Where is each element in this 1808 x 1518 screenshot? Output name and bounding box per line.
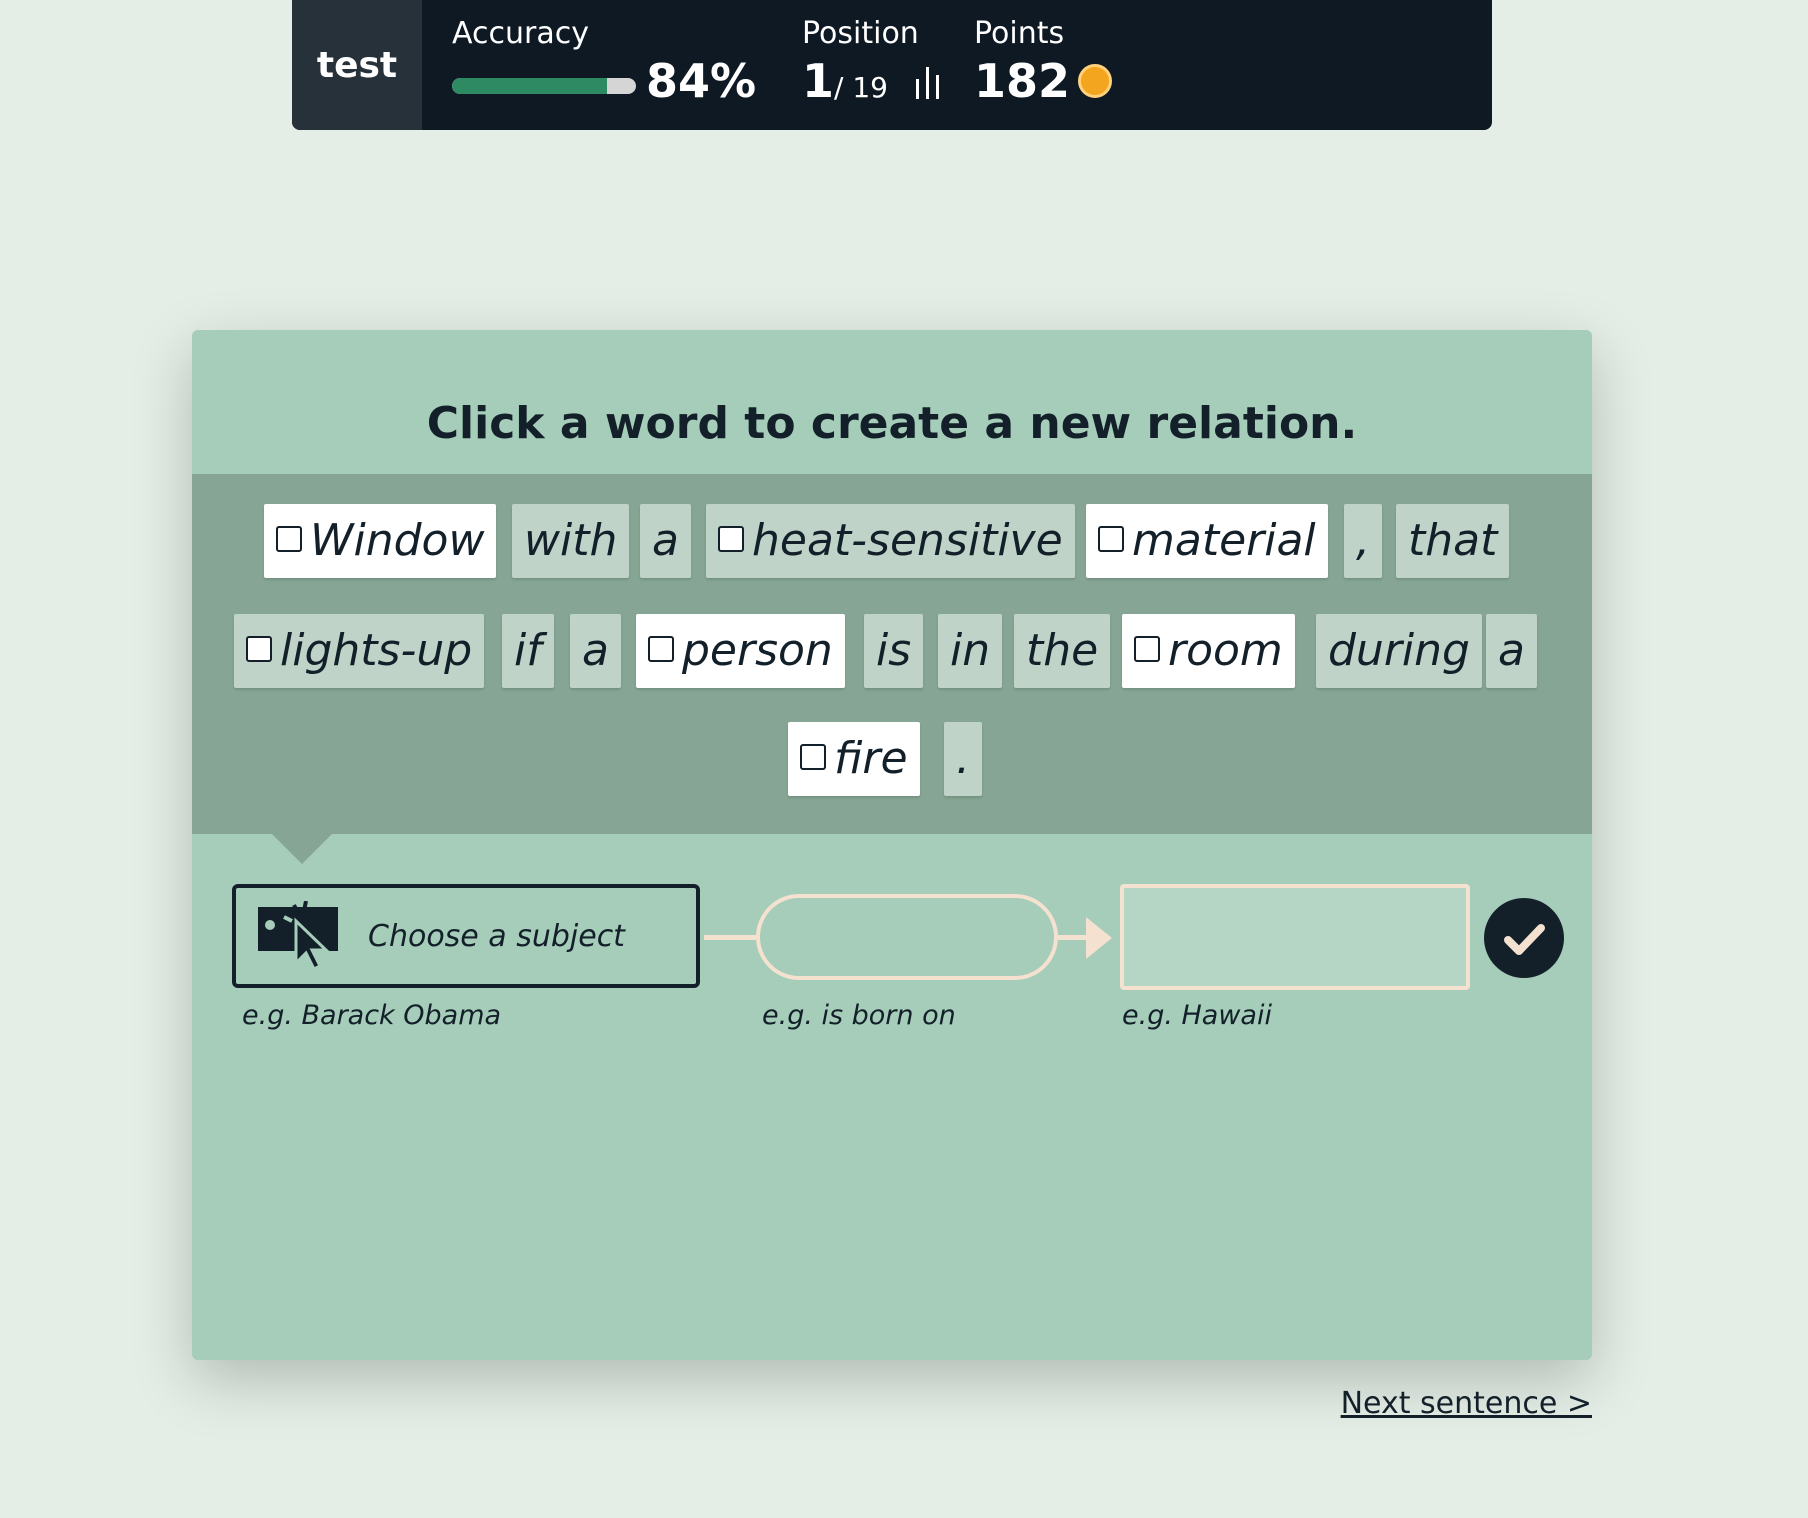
token-text: a bbox=[1498, 625, 1525, 676]
token-word[interactable]: . bbox=[944, 722, 982, 796]
token-word[interactable]: lights-up bbox=[234, 614, 485, 688]
accuracy-value: 84% bbox=[646, 54, 757, 108]
token-text: room bbox=[1168, 625, 1283, 676]
token-word[interactable]: heat-sensitive bbox=[706, 504, 1075, 578]
token-text: a bbox=[652, 515, 679, 566]
sentence-pointer bbox=[272, 834, 332, 864]
points-value-wrap: 182 bbox=[974, 54, 1113, 108]
token-text: , bbox=[1356, 515, 1370, 566]
token-checkbox[interactable] bbox=[800, 744, 826, 770]
position-value: 1/ 19 bbox=[802, 54, 942, 110]
token-text: fire bbox=[834, 733, 908, 784]
token-text: during bbox=[1328, 625, 1470, 676]
accuracy-progress-bar bbox=[452, 78, 636, 94]
token-word[interactable]: a bbox=[640, 504, 691, 578]
token-word[interactable]: if bbox=[502, 614, 554, 688]
token-text: person bbox=[682, 625, 833, 676]
position-label: Position bbox=[802, 16, 919, 51]
points-value: 182 bbox=[974, 54, 1071, 108]
token-word[interactable]: fire bbox=[788, 722, 920, 796]
coin-icon bbox=[1078, 63, 1113, 98]
token-word[interactable]: in bbox=[938, 614, 1003, 688]
object-hint: e.g. Hawaii bbox=[1122, 1000, 1272, 1031]
token-word[interactable]: is bbox=[864, 614, 924, 688]
position-current: 1 bbox=[802, 54, 835, 108]
token-checkbox[interactable] bbox=[276, 526, 302, 552]
annotation-card: Click a word to create a new relation. W… bbox=[192, 330, 1592, 1360]
position-total: / 19 bbox=[834, 71, 888, 104]
task-name: test bbox=[292, 0, 422, 130]
token-checkbox[interactable] bbox=[1134, 636, 1160, 662]
token-text: heat-sensitive bbox=[752, 515, 1063, 566]
subject-hint: e.g. Barack Obama bbox=[242, 1000, 502, 1031]
click-cursor-icon bbox=[258, 901, 338, 971]
accuracy-label: Accuracy bbox=[452, 16, 589, 51]
connector-line bbox=[704, 935, 760, 940]
subject-placeholder: Choose a subject bbox=[368, 918, 625, 954]
token-text: is bbox=[876, 625, 912, 676]
instruction-heading: Click a word to create a new relation. bbox=[426, 398, 1358, 449]
relation-hint: e.g. is born on bbox=[762, 1000, 956, 1031]
accuracy-progress-fill bbox=[452, 78, 607, 94]
confirm-button[interactable] bbox=[1484, 898, 1564, 978]
token-text: lights-up bbox=[280, 625, 473, 676]
token-word[interactable]: , bbox=[1344, 504, 1382, 578]
token-word[interactable]: Window bbox=[264, 504, 497, 578]
connector-line bbox=[1058, 935, 1088, 940]
token-text: . bbox=[956, 733, 970, 784]
object-slot[interactable] bbox=[1120, 884, 1470, 990]
token-text: a bbox=[582, 625, 609, 676]
token-word[interactable]: that bbox=[1396, 504, 1510, 578]
relation-slot[interactable] bbox=[756, 894, 1058, 980]
token-text: material bbox=[1132, 515, 1316, 566]
arrow-right-icon bbox=[1086, 917, 1112, 959]
token-word[interactable]: room bbox=[1122, 614, 1295, 688]
token-text: that bbox=[1408, 515, 1498, 566]
token-checkbox[interactable] bbox=[718, 526, 744, 552]
subject-slot[interactable]: Choose a subject bbox=[232, 884, 700, 988]
checkmark-icon bbox=[1504, 924, 1545, 955]
next-sentence-link[interactable]: Next sentence > bbox=[1340, 1386, 1592, 1421]
token-checkbox[interactable] bbox=[246, 636, 272, 662]
token-word[interactable]: material bbox=[1086, 504, 1328, 578]
points-label: Points bbox=[974, 16, 1065, 51]
token-word[interactable]: a bbox=[1486, 614, 1537, 688]
token-word[interactable]: person bbox=[636, 614, 845, 688]
token-word[interactable]: during bbox=[1316, 614, 1482, 688]
token-text: in bbox=[950, 625, 991, 676]
token-text: if bbox=[514, 625, 542, 676]
token-checkbox[interactable] bbox=[1098, 526, 1124, 552]
leaderboard-bars-icon[interactable] bbox=[914, 56, 942, 110]
token-text: with bbox=[524, 515, 618, 566]
token-text: Window bbox=[310, 515, 485, 566]
token-word[interactable]: the bbox=[1014, 614, 1111, 688]
token-word[interactable]: a bbox=[570, 614, 621, 688]
stats-bar: test Accuracy 84% Position 1/ 19 Points … bbox=[292, 0, 1492, 130]
token-checkbox[interactable] bbox=[648, 636, 674, 662]
token-text: the bbox=[1026, 625, 1099, 676]
token-word[interactable]: with bbox=[512, 504, 630, 578]
sentence-panel: Window with a heat-sensitive material , … bbox=[192, 474, 1592, 864]
